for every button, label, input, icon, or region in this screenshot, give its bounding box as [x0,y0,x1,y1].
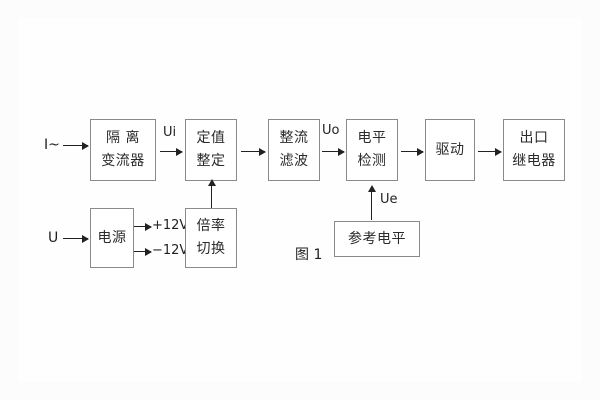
block-output-relay-line-2: 继电器 [512,153,556,169]
block-drive-line-1: 驱动 [435,141,465,158]
block-isolation-ct-line-1: 隔 离 [106,130,140,147]
current-input-label: I~ [44,137,60,153]
rail-positive-arrow [134,223,152,231]
block-rectify-filter-line-1: 整流 [279,130,309,147]
ue-arrow [368,185,376,220]
block-multiplier-switch-line-2: 切换 [196,241,226,257]
rail-negative-label: −12V [152,243,189,258]
block-reference-level-line-1: 参考电平 [348,230,406,247]
block-reference-level: 参考电平 [334,221,420,257]
diagram-panel [18,18,582,382]
block-isolation-ct-line-2: 变流器 [101,153,145,169]
uo-signal-label: Uo [322,123,340,138]
rail-positive-label: +12V [152,218,189,233]
block-power-supply: 电源 [90,208,134,268]
rail-negative-arrow [134,248,152,256]
current-input-arrow [63,142,89,150]
voltage-input-arrow [63,235,89,243]
block-rectify-filter: 整流 滤波 [268,119,320,181]
uo-arrow [322,148,345,156]
block-output-relay: 出口 继电器 [503,119,565,181]
ui-arrow [160,148,183,156]
block-level-detect-line-2: 检测 [357,153,387,169]
block-setting: 定值 整定 [185,119,237,181]
block-output-relay-line-1: 出口 [519,130,549,147]
block-setting-line-1: 定值 [196,130,226,147]
block-power-supply-line-1: 电源 [97,229,127,246]
drive-to-relay-arrow [478,148,502,156]
figure-caption: 图 1 [295,247,323,263]
block-multiplier-switch: 倍率 切换 [185,208,237,268]
block-level-detect-line-1: 电平 [357,130,387,147]
block-setting-line-2: 整定 [196,153,226,169]
voltage-input-label: U [48,230,59,246]
ue-signal-label: Ue [380,192,398,207]
multiplier-to-setting-arrow [208,179,216,208]
block-level-detect: 电平 检测 [346,119,398,181]
block-multiplier-switch-line-1: 倍率 [196,218,226,235]
setting-to-rectify-arrow [241,148,266,156]
block-drive: 驱动 [425,119,475,181]
ui-signal-label: Ui [163,125,177,140]
block-rectify-filter-line-2: 滤波 [279,153,309,169]
level-to-drive-arrow [401,148,424,156]
block-isolation-ct: 隔 离 变流器 [90,119,156,181]
